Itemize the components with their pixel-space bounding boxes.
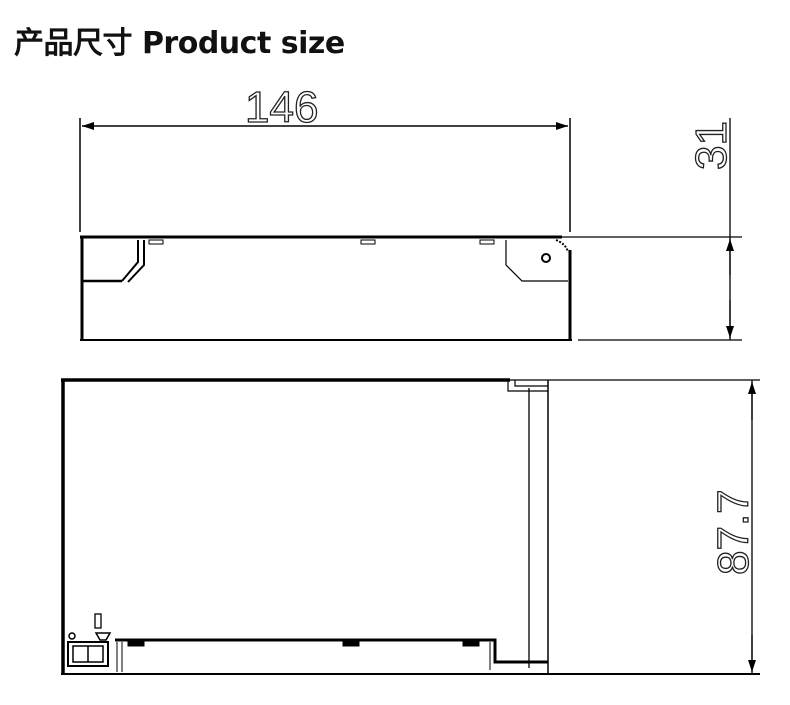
top-view	[61, 378, 760, 675]
length-dimension: 146	[79, 82, 571, 232]
height-label: 31	[687, 121, 736, 170]
height-dimension: 31	[560, 118, 742, 341]
width-dimension: 87.7	[708, 380, 759, 674]
width-label: 87.7	[709, 489, 758, 575]
side-view	[80, 235, 572, 341]
page-title: 产品尺寸 Product size	[14, 26, 345, 61]
length-label: 146	[245, 83, 318, 132]
